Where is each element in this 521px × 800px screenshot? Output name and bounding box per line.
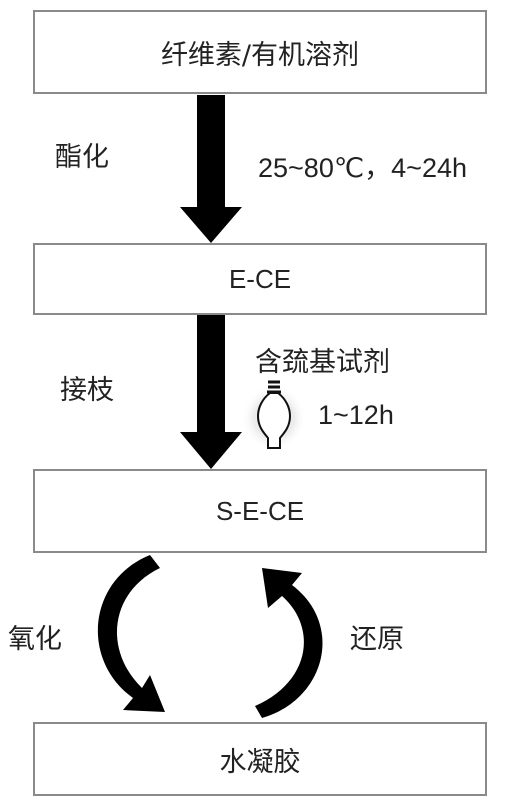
condition-esterification: 25~80℃，4~24h	[258, 153, 467, 183]
light-bulb-icon	[241, 380, 307, 451]
step-box-hydrogel: 水凝胶	[33, 722, 487, 796]
arrow-reduction	[255, 568, 323, 718]
step-box-e-ce: E-CE	[33, 243, 487, 315]
label-reduction: 还原	[350, 624, 404, 655]
label-esterification: 酯化	[55, 142, 109, 173]
step-box-s-e-ce: S-E-CE	[33, 469, 487, 553]
step-box-cellulose: 纤维素/有机溶剂	[33, 10, 487, 94]
arrow-oxidation	[97, 555, 165, 712]
arrow-esterification	[180, 95, 242, 243]
label-oxidation: 氧化	[8, 624, 62, 655]
reagent-grafting: 含巯基试剂	[255, 347, 390, 378]
label-grafting: 接枝	[60, 375, 114, 406]
step-label: 水凝胶	[219, 746, 301, 778]
step-label: E-CE	[228, 263, 292, 294]
arrow-grafting	[180, 315, 242, 469]
condition-grafting: 1~12h	[318, 400, 394, 430]
step-label: 纤维素/有机溶剂	[160, 39, 360, 71]
step-label: S-E-CE	[215, 495, 305, 526]
